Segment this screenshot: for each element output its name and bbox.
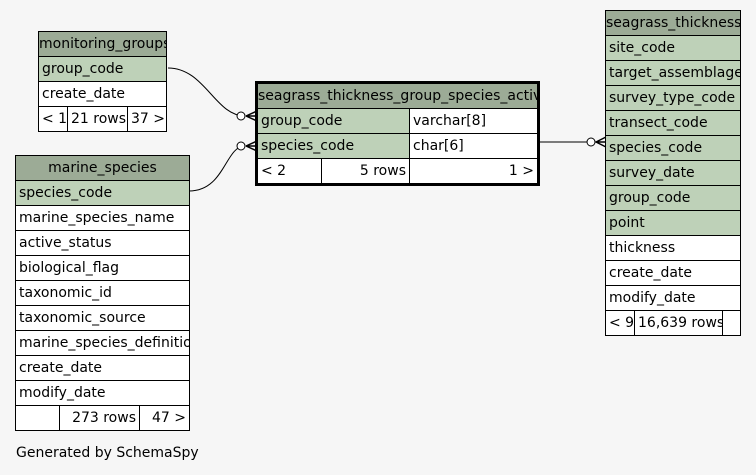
children-link[interactable]: 37 > [131,111,165,127]
column-row[interactable]: target_assemblage [606,61,740,86]
table-title[interactable]: marine_species [16,156,189,181]
column-row[interactable]: group_code [606,186,740,211]
generated-by-text: Generated by SchemaSpy [16,445,199,461]
table-title[interactable]: monitoring_groups [39,32,166,57]
column-type: char[6] [413,138,464,154]
link-marine-species-to-active [188,145,246,192]
column-row[interactable]: marine_species_definition [16,331,189,356]
column-row[interactable]: biological_flag [16,256,189,281]
column-row[interactable]: modify_date [16,381,189,406]
column-row[interactable]: transect_code [606,111,740,136]
column-row[interactable]: group_code varchar[8] [258,109,537,134]
parents-link[interactable]: < 9 [606,311,635,335]
column-row[interactable]: taxonomic_id [16,281,189,306]
link-endpoint-circle [236,141,246,151]
row-count: 21 rows [68,107,128,131]
column-row[interactable]: point [606,211,740,236]
column-row[interactable]: create_date [39,82,166,107]
column-name[interactable]: species_code [258,134,410,158]
column-row[interactable]: create_date [16,356,189,381]
column-row[interactable]: marine_species_name [16,206,189,231]
column-name[interactable]: group_code [258,109,410,133]
column-row[interactable]: thickness [606,236,740,261]
parents-link[interactable] [16,406,60,430]
table-seagrass-thickness[interactable]: seagrass_thickness site_code target_asse… [605,10,741,336]
column-row[interactable]: active_status [16,231,189,256]
parents-link[interactable]: < 1 [39,107,68,131]
crowfoot-icon [595,136,607,148]
row-count: 273 rows [60,406,140,430]
link-monitoring-groups-to-active [167,67,246,117]
table-footer: < 2 5 rows 1 > [258,159,537,183]
table-title[interactable]: seagrass_thickness [606,11,740,36]
column-row[interactable]: species_code [606,136,740,161]
parents-link[interactable]: < 2 [258,159,322,183]
column-row[interactable]: species_code [16,181,189,206]
table-marine-species[interactable]: marine_species species_code marine_speci… [15,155,190,431]
children-link[interactable]: 1 > [508,163,534,179]
column-row[interactable]: create_date [606,261,740,286]
column-row[interactable]: survey_date [606,161,740,186]
column-row[interactable]: taxonomic_source [16,306,189,331]
column-row[interactable]: species_code char[6] [258,134,537,159]
row-count: 5 rows [322,159,410,183]
table-footer: < 9 16,639 rows [606,311,740,335]
table-footer: 273 rows 47 > [16,406,189,430]
row-count: 16,639 rows [635,311,723,335]
table-title[interactable]: seagrass_thickness_group_species_active [258,84,537,109]
children-link[interactable] [723,311,740,335]
column-row[interactable]: group_code [39,57,166,82]
column-row[interactable]: site_code [606,36,740,61]
column-row[interactable]: modify_date [606,286,740,311]
column-type: varchar[8] [413,113,487,129]
table-seagrass-thickness-group-species-active[interactable]: seagrass_thickness_group_species_active … [255,81,540,186]
table-footer: < 1 21 rows 37 > [39,107,166,131]
children-link[interactable]: 47 > [152,410,186,426]
column-row[interactable]: survey_type_code [606,86,740,111]
table-monitoring-groups[interactable]: monitoring_groups group_code create_date… [38,31,167,132]
link-endpoint-circle [236,111,246,121]
link-endpoint-circle [586,137,596,147]
